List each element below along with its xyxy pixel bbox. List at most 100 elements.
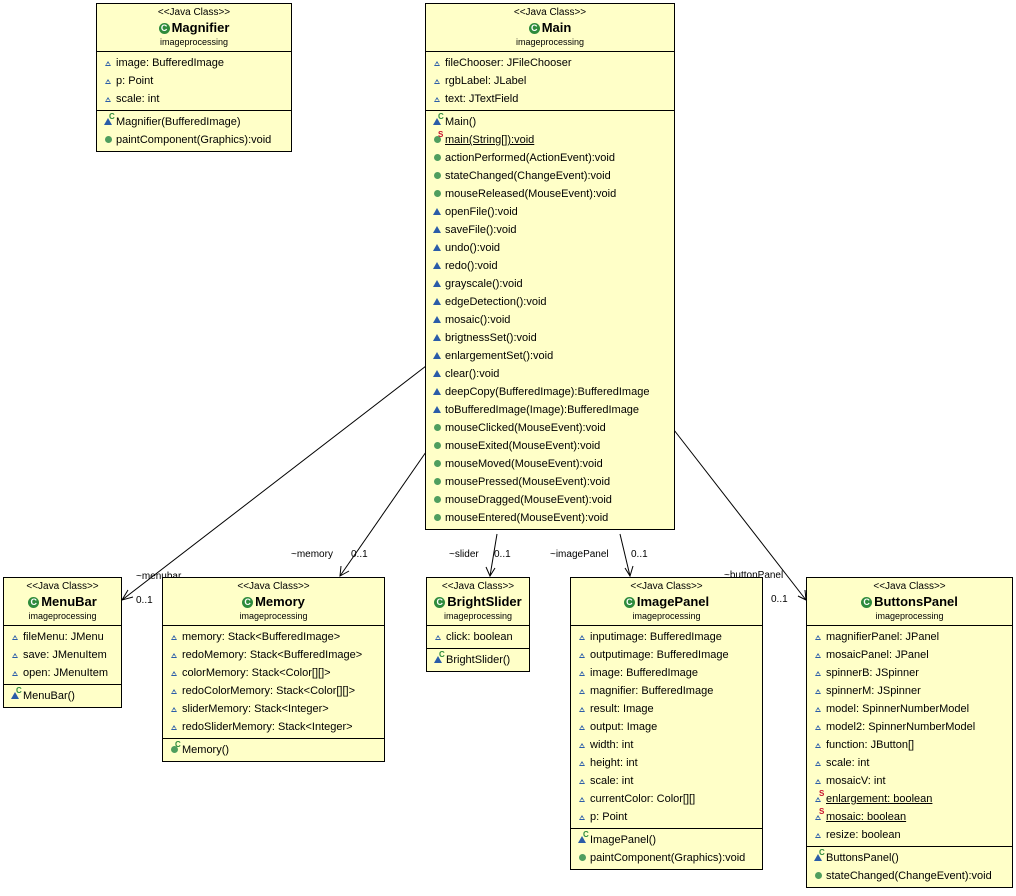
attributes-section: click: boolean <box>427 626 529 648</box>
attribute-row: scale: int <box>807 754 1012 772</box>
modifier-mark: C <box>175 740 181 749</box>
constructor-icon <box>11 692 19 699</box>
stereotype-label: <<Java Class>> <box>513 7 587 18</box>
method-row: stateChanged(ChangeEvent):void <box>807 867 1012 885</box>
class-icon: C <box>242 597 254 608</box>
package-visibility-icon <box>171 653 177 658</box>
class-name: ButtonsPanel <box>874 594 958 609</box>
attribute-row: currentColor: Color[][] <box>571 790 762 808</box>
attribute-row: resize: boolean <box>807 826 1012 844</box>
attribute-row: save: JMenuItem <box>4 646 121 664</box>
package-method-icon <box>433 208 441 215</box>
modifier-mark: C <box>438 112 444 121</box>
package-method-icon <box>433 334 441 341</box>
class-icon: C <box>434 597 446 608</box>
method-row: paintComponent(Graphics):void <box>97 131 291 149</box>
public-method-icon <box>433 172 441 179</box>
class-name: MenuBar <box>41 594 97 609</box>
package-visibility-icon <box>815 815 821 820</box>
public-method-icon <box>433 190 441 197</box>
package-method-icon <box>433 388 441 395</box>
package-visibility-icon <box>815 779 821 784</box>
method-row: saveFile():void <box>426 221 674 239</box>
multiplicity-label-buttonspanel: 0..1 <box>771 594 788 605</box>
stereotype-label: <<Java Class>> <box>26 581 99 592</box>
modifier-mark: C <box>819 848 825 857</box>
package-visibility-icon <box>12 653 18 658</box>
stereotype-label: <<Java Class>> <box>873 581 946 592</box>
attribute-row: p: Point <box>97 72 291 90</box>
attribute-row: memory: Stack<BufferedImage> <box>163 628 384 646</box>
attribute-row: fileChooser: JFileChooser <box>426 54 674 72</box>
package-visibility-icon <box>579 815 585 820</box>
modifier-mark: C <box>16 686 22 695</box>
method-row: mouseDragged(MouseEvent):void <box>426 491 674 509</box>
multiplicity-label-slider: 0..1 <box>494 549 511 560</box>
static-mark: S <box>819 789 825 798</box>
package-visibility-icon <box>105 79 111 84</box>
package-method-icon <box>433 226 441 233</box>
package-visibility-icon <box>579 743 585 748</box>
public-method-icon <box>433 478 441 485</box>
attribute-row: magnifierPanel: JPanel <box>807 628 1012 646</box>
stereotype-label: <<Java Class>> <box>630 581 703 592</box>
association-line-buttonspanel <box>673 429 807 601</box>
method-row: brigtnessSet():void <box>426 329 674 347</box>
stereotype-label: <<Java Class>> <box>237 581 310 592</box>
package-visibility-icon <box>579 761 585 766</box>
package-visibility-icon <box>815 653 821 658</box>
package-visibility-icon <box>579 689 585 694</box>
package-method-icon <box>433 352 441 359</box>
package-visibility-icon <box>434 79 440 84</box>
role-label-imagepanel: ~imagePanel <box>550 549 609 560</box>
attribute-row: redoColorMemory: Stack<Color[][]> <box>163 682 384 700</box>
attribute-row: magnifier: BufferedImage <box>571 682 762 700</box>
attribute-row: image: BufferedImage <box>97 54 291 72</box>
attribute-row: width: int <box>571 736 762 754</box>
method-row: enlargementSet():void <box>426 347 674 365</box>
package-visibility-icon <box>171 671 177 676</box>
attribute-row: mosaicV: int <box>807 772 1012 790</box>
package-method-icon <box>433 316 441 323</box>
package-label: imageprocessing <box>875 611 944 621</box>
class-name: Magnifier <box>171 20 230 35</box>
attribute-row: open: JMenuItem <box>4 664 121 682</box>
attribute-row: function: JButton[] <box>807 736 1012 754</box>
static-method-icon <box>433 136 441 143</box>
constructor-icon <box>434 656 442 663</box>
association-line-memory <box>339 451 427 577</box>
method-row: actionPerformed(ActionEvent):void <box>426 149 674 167</box>
attribute-row: spinnerB: JSpinner <box>807 664 1012 682</box>
package-visibility-icon <box>579 635 585 640</box>
method-row: grayscale():void <box>426 275 674 293</box>
package-label: imageprocessing <box>632 611 701 621</box>
arrowhead-memory <box>339 565 350 577</box>
package-visibility-icon <box>815 743 821 748</box>
package-visibility-icon <box>815 797 821 802</box>
package-visibility-icon <box>579 653 585 658</box>
public-method-icon <box>433 442 441 449</box>
class-name: Memory <box>255 594 305 609</box>
package-visibility-icon <box>815 761 821 766</box>
class-box-buttonspanel[interactable]: <<Java Class>> C ButtonsPanel imageproces… <box>806 577 1013 888</box>
role-label-menubar: ~menubar <box>136 571 182 582</box>
method-row: paintComponent(Graphics):void <box>571 849 762 867</box>
package-visibility-icon <box>815 671 821 676</box>
method-row: mouseEntered(MouseEvent):void <box>426 509 674 527</box>
